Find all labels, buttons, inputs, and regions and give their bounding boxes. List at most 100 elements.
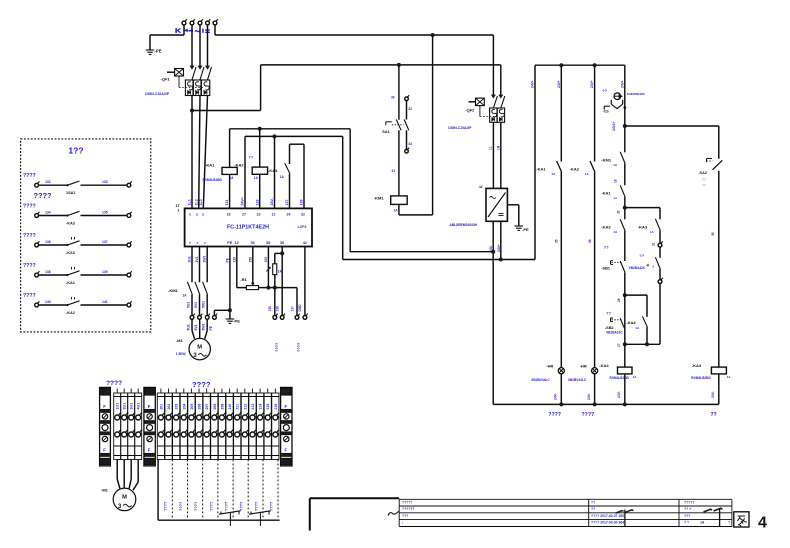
svg-text:???? 2017-03-30 364: ???? 2017-03-30 364	[591, 521, 624, 525]
svg-text:??: ??	[639, 253, 644, 258]
svg-text:28: 28	[617, 298, 621, 302]
svg-text:-M1: -M1	[176, 338, 184, 343]
svg-text:4U1: 4U1	[137, 403, 141, 410]
svg-text:-K: -K	[646, 264, 650, 268]
svg-text:214: 214	[259, 404, 263, 410]
svg-text:3: 3	[118, 503, 122, 510]
svg-text:212: 212	[243, 404, 247, 410]
svg-text:1A: 1A	[613, 230, 618, 234]
svg-text:??: ??	[702, 184, 706, 188]
svg-text:RXM4LB2BD: RXM4LB2BD	[203, 178, 223, 182]
svg-text:5V1: 5V1	[194, 302, 198, 308]
svg-text:>: >	[196, 241, 198, 245]
svg-text:1L3: 1L3	[199, 199, 203, 205]
svg-text:137: 137	[290, 306, 294, 312]
svg-text:24V+: 24V+	[590, 80, 594, 88]
svg-text:-KA4: -KA4	[626, 320, 636, 325]
svg-text:-KA1: -KA1	[536, 167, 546, 172]
svg-text:??????: ??????	[402, 507, 414, 511]
svg-text:??: ??	[591, 507, 595, 511]
svg-text:213: 213	[251, 404, 255, 410]
svg-text:-U: -U	[478, 184, 482, 189]
svg-text:XB2BA31C: XB2BA31C	[606, 331, 623, 335]
svg-text:-CS: -CS	[603, 110, 610, 114]
svg-text:3: 3	[193, 352, 197, 359]
svg-text:K38365B48C: K38365B48C	[627, 92, 646, 96]
svg-text:-KA1: -KA1	[205, 163, 215, 168]
svg-text:-KA2: -KA2	[570, 167, 580, 172]
svg-text:1A: 1A	[552, 172, 557, 176]
svg-text:1U1: 1U1	[116, 403, 120, 410]
svg-text:202: 202	[167, 404, 171, 410]
svg-text:140: 140	[45, 300, 51, 304]
svg-text:??: ??	[606, 311, 611, 316]
svg-text:133: 133	[255, 200, 259, 206]
svg-text:-KA4: -KA4	[599, 363, 609, 368]
svg-text:12: 12	[272, 213, 276, 217]
svg-text:????: ????	[297, 342, 301, 352]
svg-text:131: 131	[225, 200, 229, 206]
svg-text:XB2BA42C: XB2BA42C	[629, 266, 646, 270]
svg-text:132: 132	[45, 180, 51, 184]
svg-text:6U1: 6U1	[187, 324, 191, 330]
svg-text:2U1: 2U1	[123, 403, 127, 410]
svg-text:-KM1: -KM1	[374, 196, 385, 201]
svg-text:31: 31	[392, 169, 396, 173]
svg-text:1T: 1T	[176, 204, 181, 208]
svg-text:M: M	[197, 345, 202, 351]
svg-text:-PE: -PE	[522, 227, 529, 232]
svg-text:F: F	[103, 404, 106, 409]
svg-text:-R1: -R1	[240, 277, 247, 282]
svg-text:135: 135	[268, 306, 272, 312]
svg-text:27: 27	[242, 213, 246, 217]
svg-text:????: ????	[275, 342, 279, 352]
svg-text:1L2: 1L2	[195, 199, 199, 205]
svg-text:136: 136	[45, 240, 51, 244]
svg-text:134: 134	[45, 211, 51, 215]
svg-text:;: ;	[402, 521, 403, 525]
svg-text:24V-: 24V-	[617, 391, 621, 398]
svg-text:24V+: 24V+	[241, 197, 245, 206]
svg-text:206: 206	[198, 404, 202, 410]
svg-text:6V1: 6V1	[194, 324, 198, 330]
svg-text:1A: 1A	[230, 176, 235, 180]
svg-text:????: ????	[179, 501, 183, 511]
svg-text:24V-: 24V-	[489, 245, 493, 252]
svg-text:216: 216	[274, 404, 278, 410]
svg-text:GND: GND	[298, 304, 302, 312]
svg-text:1SA1: 1SA1	[66, 191, 76, 195]
svg-text:1L1: 1L1	[188, 199, 192, 205]
svg-text:141: 141	[102, 300, 108, 304]
svg-text:201: 201	[159, 404, 163, 410]
svg-text:-PE: -PE	[155, 49, 162, 54]
svg-text:1A: 1A	[635, 326, 640, 330]
svg-text:????: ????	[582, 412, 595, 418]
svg-text:204: 204	[182, 404, 186, 410]
svg-text:-KA3: -KA3	[638, 225, 648, 230]
svg-text:1A: 1A	[394, 209, 399, 213]
svg-text:1: 1	[178, 209, 180, 213]
svg-text:6W1: 6W1	[202, 323, 206, 330]
svg-text:????: ????	[23, 263, 36, 269]
svg-text:-KA3: -KA3	[601, 225, 611, 230]
svg-text:-KA1: -KA1	[66, 281, 75, 285]
svg-text:136: 136	[276, 306, 280, 312]
svg-text:>: >	[189, 241, 191, 245]
svg-text:????: ????	[23, 293, 36, 299]
svg-text:150: 150	[248, 257, 252, 263]
svg-text:24V+: 24V+	[497, 244, 501, 252]
svg-text:????: ????	[240, 501, 244, 511]
svg-text:?: ?	[728, 521, 730, 525]
svg-text:24V+: 24V+	[557, 80, 561, 88]
svg-text:-KA2: -KA2	[234, 163, 244, 168]
svg-text:32: 32	[617, 210, 621, 214]
svg-text:??: ??	[604, 245, 609, 250]
svg-text:C65N-C32A/3P: C65N-C32A/3P	[145, 92, 170, 96]
svg-text:42: 42	[303, 241, 307, 245]
svg-text:139: 139	[300, 200, 304, 206]
svg-text:-SB1: -SB1	[601, 267, 610, 271]
svg-text:-HR: -HR	[546, 364, 553, 369]
svg-text:??: ??	[702, 178, 706, 182]
svg-text:24V-: 24V-	[711, 391, 715, 398]
svg-text:????: ????	[106, 380, 122, 387]
